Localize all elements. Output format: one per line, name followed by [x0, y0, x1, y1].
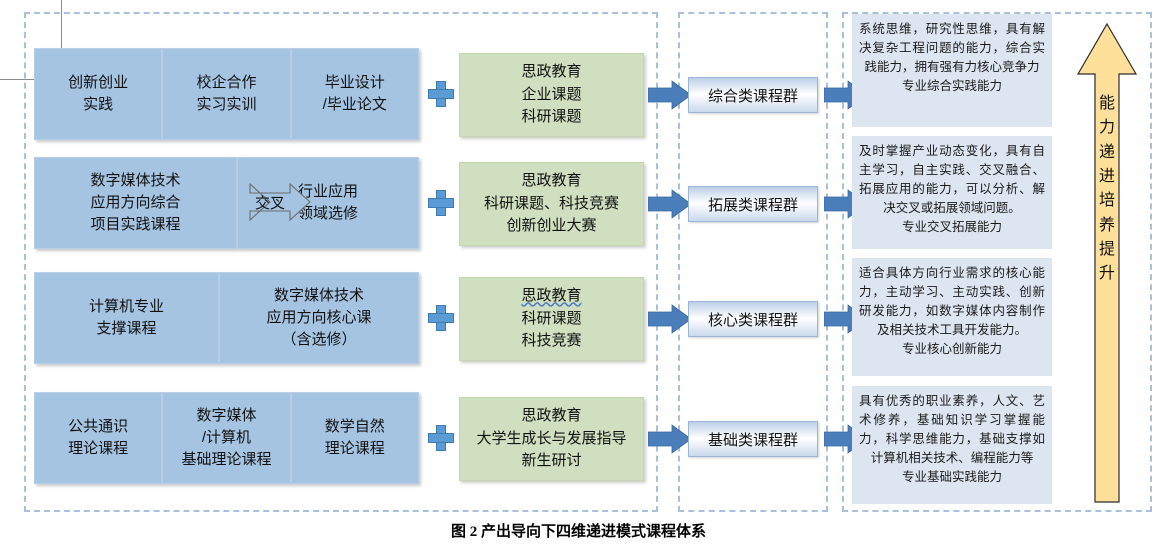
course-box-label: 行业应用领域选修: [297, 183, 358, 222]
outcome-summary: 专业交叉拓展能力: [901, 220, 1002, 234]
progression-arrow-label: 能力递进培养提升: [1098, 95, 1115, 283]
groups-panel: [678, 12, 828, 512]
up-arrow-icon: [1076, 22, 1138, 503]
outcome-summary: 专业综合实践能力: [901, 79, 1002, 93]
course-row-4: 公共通识理论课程 数字媒体/计算机基础理论课程 数学自然理论课程: [34, 392, 419, 484]
course-box-label: 数学自然理论课程: [324, 418, 385, 457]
right-arrow-icon: [648, 424, 692, 454]
course-box[interactable]: 公共通识理论课程: [34, 392, 163, 484]
ideology-box[interactable]: 思政教育大学生成长与发展指导新生研讨: [459, 397, 644, 481]
course-box[interactable]: 数学自然理论课程: [290, 392, 419, 484]
outcome-summary: 专业基础实践能力: [901, 470, 1002, 484]
course-group-chip[interactable]: 核心类课程群: [688, 301, 818, 337]
course-box[interactable]: 毕业设计/毕业论文: [290, 48, 419, 140]
course-box-label: 公共通识理论课程: [68, 418, 129, 457]
course-box-label: 数字媒体技术应用方向核心课（含选修）: [266, 287, 372, 348]
course-box[interactable]: 创新创业实践: [34, 48, 163, 140]
course-box-label: 计算机专业支撑课程: [88, 298, 164, 337]
course-box[interactable]: 数字媒体技术应用方向综合项目实践课程: [34, 157, 237, 249]
course-group-label: 核心类课程群: [707, 311, 798, 329]
outcome-summary: 专业核心创新能力: [901, 342, 1002, 356]
course-box[interactable]: 行业应用领域选修: [237, 157, 419, 249]
course-box[interactable]: 计算机专业支撑课程: [34, 272, 219, 364]
course-row-3: 计算机专业支撑课程 数字媒体技术应用方向核心课（含选修）: [34, 272, 419, 364]
plus-icon: [428, 190, 454, 216]
outcome-box: 适合具体方向行业需求的核心能力，主动学习、主动实践、创新研发能力，如数字媒体内容…: [852, 258, 1052, 376]
outcome-body: 具有优秀的职业素养，人文、艺术修养，基础知识学习掌握能力，科学思维能力，基础支撑…: [859, 394, 1045, 465]
course-box[interactable]: 数字媒体技术应用方向核心课（含选修）: [219, 272, 419, 364]
double-arrow-icon: [249, 182, 311, 222]
ideology-box[interactable]: 思政教育企业课题科研课题: [459, 53, 644, 137]
course-box-label: 校企合作实习实训: [196, 74, 257, 113]
course-box-label: 创新创业实践: [68, 74, 129, 113]
progression-arrow: 能力递进培养提升: [1076, 22, 1138, 504]
ideology-box-label: 思政教育大学生成长与发展指导新生研讨: [476, 407, 627, 470]
course-box-label: 数字媒体技术应用方向综合项目实践课程: [90, 172, 181, 233]
course-group-chip[interactable]: 综合类课程群: [688, 77, 818, 113]
course-group-chip[interactable]: 基础类课程群: [688, 421, 818, 457]
ideology-box[interactable]: 思政教育科研课题科技竞赛: [459, 277, 644, 361]
plus-icon: [428, 81, 454, 107]
outcome-box: 具有优秀的职业素养，人文、艺术修养，基础知识学习掌握能力，科学思维能力，基础支撑…: [852, 386, 1052, 504]
course-group-label: 基础类课程群: [707, 431, 798, 449]
outcome-box: 系统思维，研究性思维，具有解决复杂工程问题的能力，综合实践能力，拥有强有力核心竞…: [852, 14, 1052, 127]
outcomes-panel: [842, 12, 1152, 512]
right-arrow-icon: [648, 304, 692, 334]
ideology-box[interactable]: 思政教育科研课题、科技竞赛创新创业大赛: [459, 162, 644, 246]
course-box[interactable]: 校企合作实习实训: [162, 48, 291, 140]
course-row-2: 数字媒体技术应用方向综合项目实践课程 行业应用领域选修: [34, 157, 419, 249]
right-arrow-icon: [648, 80, 692, 110]
course-group-label: 综合类课程群: [707, 87, 798, 105]
outcome-body: 适合具体方向行业需求的核心能力，主动学习、主动实践、创新研发能力，如数字媒体内容…: [859, 266, 1045, 337]
ideology-box-label: 思政教育科研课题、科技竞赛创新创业大赛: [483, 172, 619, 235]
courses-panel: [24, 12, 658, 512]
outcome-body: 系统思维，研究性思维，具有解决复杂工程问题的能力，综合实践能力，拥有强有力核心竞…: [859, 22, 1045, 74]
ideology-box-label: 思政教育科研课题科技竞赛: [521, 287, 582, 350]
right-arrow-icon: [648, 189, 692, 219]
course-box[interactable]: 数字媒体/计算机基础理论课程: [162, 392, 291, 484]
outcome-box: 及时掌握产业动态变化，具有自主学习，自主实践、交叉融合、拓展应用的能力，可以分析…: [852, 136, 1052, 249]
plus-icon: [428, 425, 454, 451]
crossing-marker: 交叉: [228, 180, 312, 224]
course-group-label: 拓展类课程群: [707, 196, 798, 214]
plus-icon: [428, 305, 454, 331]
figure-caption: 图 2 产出导向下四维递进模式课程体系: [450, 524, 706, 540]
course-box-label: 毕业设计/毕业论文: [322, 74, 387, 113]
course-row-1: 创新创业实践 校企合作实习实训 毕业设计/毕业论文: [34, 48, 419, 140]
crossing-label: 交叉: [254, 194, 285, 212]
course-box-label: 数字媒体/计算机基础理论课程: [181, 407, 272, 468]
ideology-box-label: 思政教育企业课题科研课题: [521, 63, 582, 126]
course-group-chip[interactable]: 拓展类课程群: [688, 186, 818, 222]
outcome-body: 及时掌握产业动态变化，具有自主学习，自主实践、交叉融合、拓展应用的能力，可以分析…: [859, 144, 1045, 215]
